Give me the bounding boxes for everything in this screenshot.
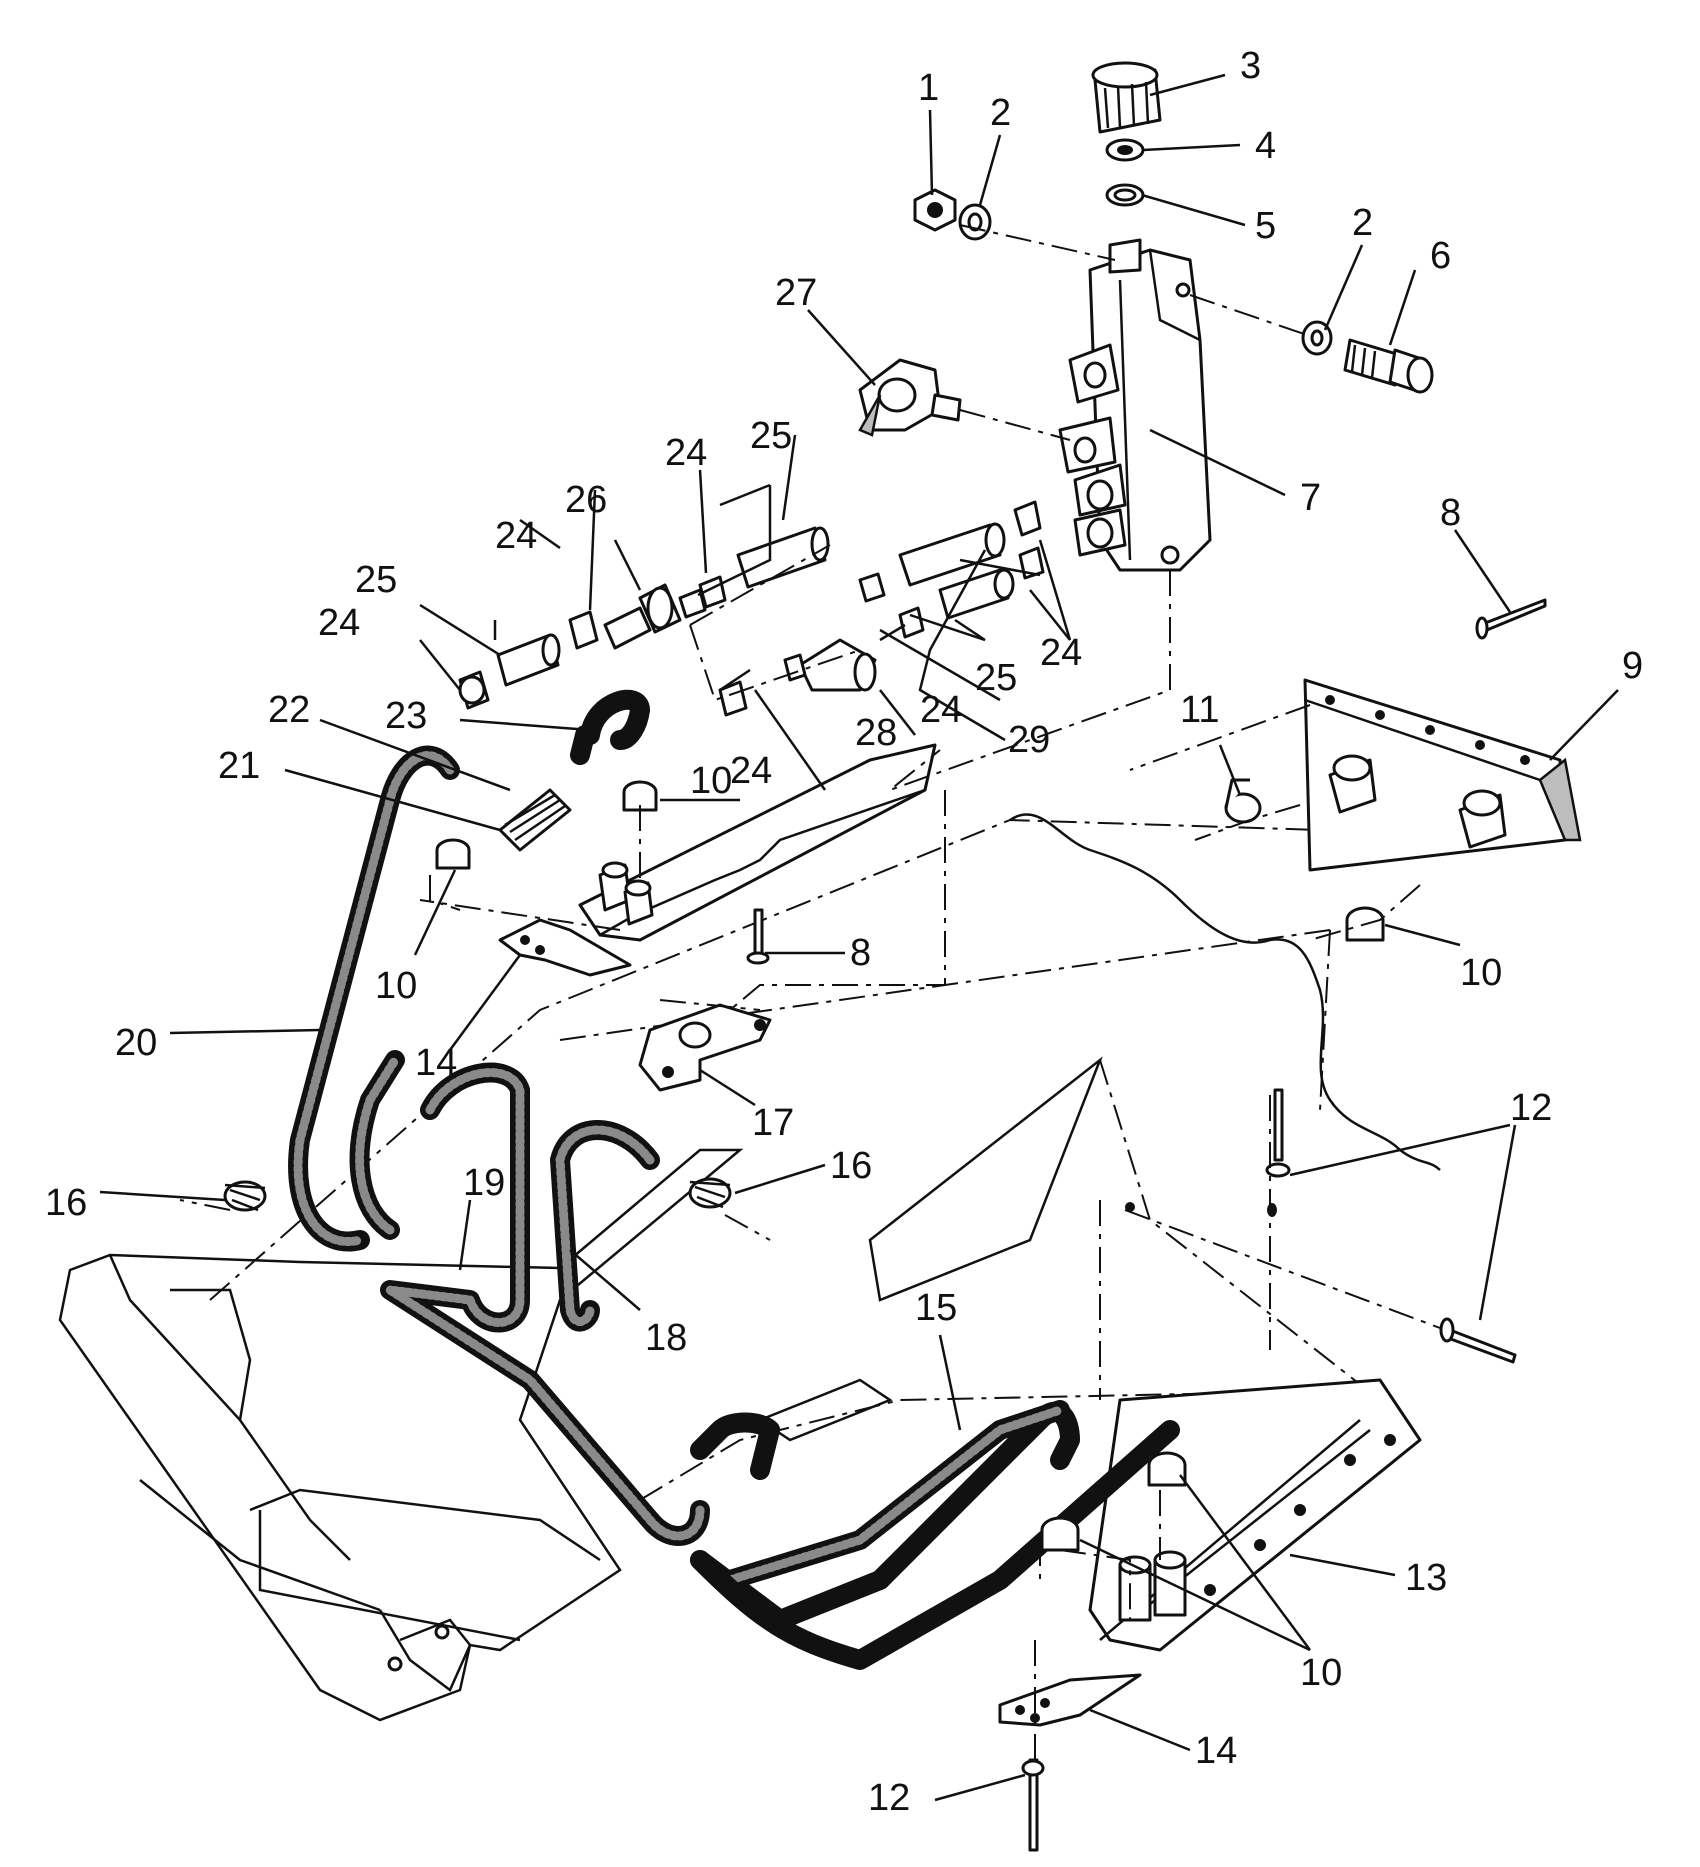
callout-14-upper: 14 <box>415 1042 457 1084</box>
heat-exchanger-bar <box>1303 678 1582 872</box>
callout-14-lower: 14 <box>1195 1730 1237 1772</box>
callout-24-mid: 24 <box>920 689 962 731</box>
coolant-bottle <box>1058 238 1212 572</box>
callout-24-lower: 24 <box>730 750 772 792</box>
callout-5: 5 <box>1255 205 1276 247</box>
callout-19: 19 <box>463 1162 505 1204</box>
callout-26: 26 <box>565 479 607 521</box>
callout-17: 17 <box>752 1102 794 1144</box>
callout-3: 3 <box>1240 45 1261 87</box>
bracket-17 <box>638 1003 772 1092</box>
callout-10-left: 10 <box>375 965 417 1007</box>
callout-24-left: 24 <box>318 602 360 644</box>
callout-25-left: 25 <box>355 559 397 601</box>
coolant-hoses <box>288 689 1180 1670</box>
callout-28: 28 <box>855 712 897 754</box>
callout-21: 21 <box>218 745 260 787</box>
callout-9: 9 <box>1622 645 1643 687</box>
tank-fasteners <box>913 188 1434 394</box>
callout-18: 18 <box>645 1317 687 1359</box>
callout-29: 29 <box>1008 719 1050 761</box>
callout-16-mid: 16 <box>830 1145 872 1187</box>
callout-8-mid: 8 <box>850 932 871 974</box>
callout-11: 11 <box>1180 689 1219 731</box>
callout-13: 13 <box>1405 1557 1447 1599</box>
callout-24-right: 24 <box>1040 632 1082 674</box>
callout-2-left: 2 <box>990 92 1011 134</box>
callout-4: 4 <box>1255 125 1276 167</box>
callout-20: 20 <box>115 1022 157 1064</box>
callout-15: 15 <box>915 1287 957 1329</box>
mounting-plate <box>578 743 937 942</box>
callout-10-lower: 10 <box>1300 1652 1342 1694</box>
callout-2-right: 2 <box>1352 202 1373 244</box>
callout-27: 27 <box>775 272 817 314</box>
clamps <box>223 598 1547 1852</box>
bracket-14-upper <box>498 918 632 977</box>
callout-7: 7 <box>1300 477 1321 519</box>
callout-12-right: 12 <box>1510 1087 1552 1129</box>
filler-cap <box>1091 61 1162 207</box>
rear-heat-exchanger <box>1088 1378 1422 1652</box>
sensor-bracket <box>858 358 962 437</box>
bracket-14-lower <box>998 1673 1142 1727</box>
assembly-lines <box>179 224 1441 1760</box>
callout-10-right: 10 <box>1460 952 1502 994</box>
callout-12-lower: 12 <box>868 1777 910 1819</box>
callout-6: 6 <box>1430 235 1451 277</box>
callout-25-top: 25 <box>750 415 792 457</box>
callout-numbers: 1 2 3 4 5 2 6 27 7 25 24 26 24 25 24 8 2… <box>45 45 1643 1819</box>
callout-24-upper-left: 24 <box>495 515 537 557</box>
callout-8-top: 8 <box>1440 492 1461 534</box>
callout-25-right: 25 <box>975 657 1017 699</box>
callout-1: 1 <box>918 67 939 109</box>
callout-10-upper: 10 <box>690 760 732 802</box>
callout-22: 22 <box>268 689 310 731</box>
chassis-tunnel <box>58 813 1441 1722</box>
inline-fittings <box>458 500 1045 717</box>
callout-23: 23 <box>385 695 427 737</box>
callout-24-top: 24 <box>665 432 707 474</box>
callout-16-left: 16 <box>45 1182 87 1224</box>
leader-lines <box>99 73 1619 1802</box>
